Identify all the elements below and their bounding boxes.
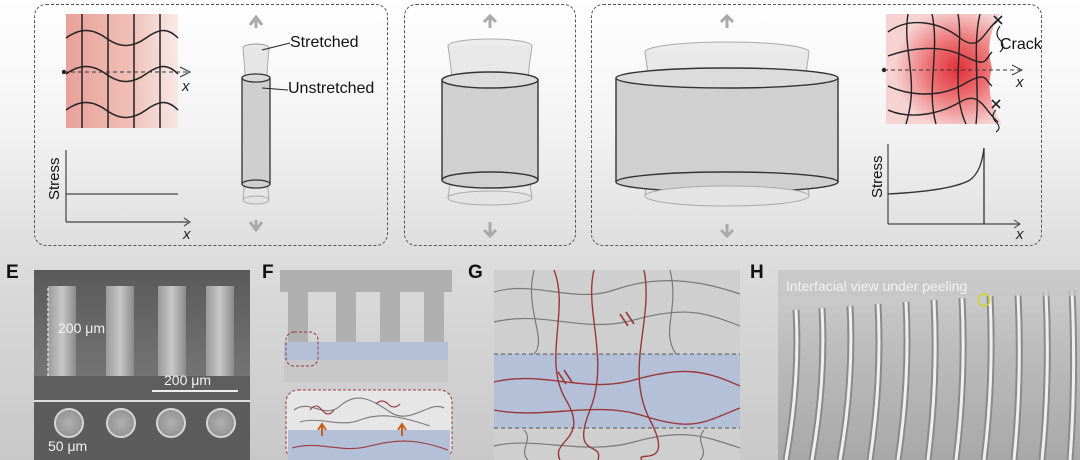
wavy-network-diagram xyxy=(61,14,192,128)
sem-peeling-image: Interfacial view under peeling xyxy=(778,270,1080,460)
interface-schematic xyxy=(280,270,453,460)
panel-hydrogel-box xyxy=(404,4,576,246)
wide-cylinder-diagram xyxy=(615,13,839,239)
plot-x-axis-label: x xyxy=(183,226,191,243)
label-leader-lines xyxy=(261,42,291,91)
panel-e-label: E xyxy=(6,262,19,283)
polymer-network-diagram xyxy=(493,269,741,460)
panel-h-label: H xyxy=(750,262,764,283)
stress-axis-label: Stress xyxy=(46,157,63,200)
flat-stress-plot xyxy=(65,150,191,227)
sem-micropillar-image: 200 μm 200 μm 50 μm xyxy=(34,270,250,460)
crack-stress-plot xyxy=(887,144,1021,229)
crack-x-axis-label: x xyxy=(1016,74,1024,91)
crack-plot-x-axis-label: x xyxy=(1016,226,1024,243)
panel-g-label: G xyxy=(468,262,483,283)
hydrogel-cylinder-diagram xyxy=(441,13,539,239)
crack-stress-axis-label: Stress xyxy=(869,155,886,198)
fiber-cylinder-diagram xyxy=(241,14,271,233)
crack-label: Crack xyxy=(1000,36,1042,53)
crack-network-diagram xyxy=(881,13,1024,133)
peeling-caption: Interfacial view under peeling xyxy=(786,278,968,294)
panel-soft-material-box xyxy=(34,4,388,246)
x-axis-label: x xyxy=(182,78,190,95)
panel-f-label: F xyxy=(262,262,274,283)
unstretched-label: Unstretched xyxy=(288,80,375,97)
width-scale-text: 200 μm xyxy=(164,372,211,388)
stretched-label: Stretched xyxy=(290,34,359,51)
panel-crack-box xyxy=(591,4,1042,246)
diameter-scale-text: 50 μm xyxy=(48,438,88,454)
height-scale-text: 200 μm xyxy=(58,320,105,336)
